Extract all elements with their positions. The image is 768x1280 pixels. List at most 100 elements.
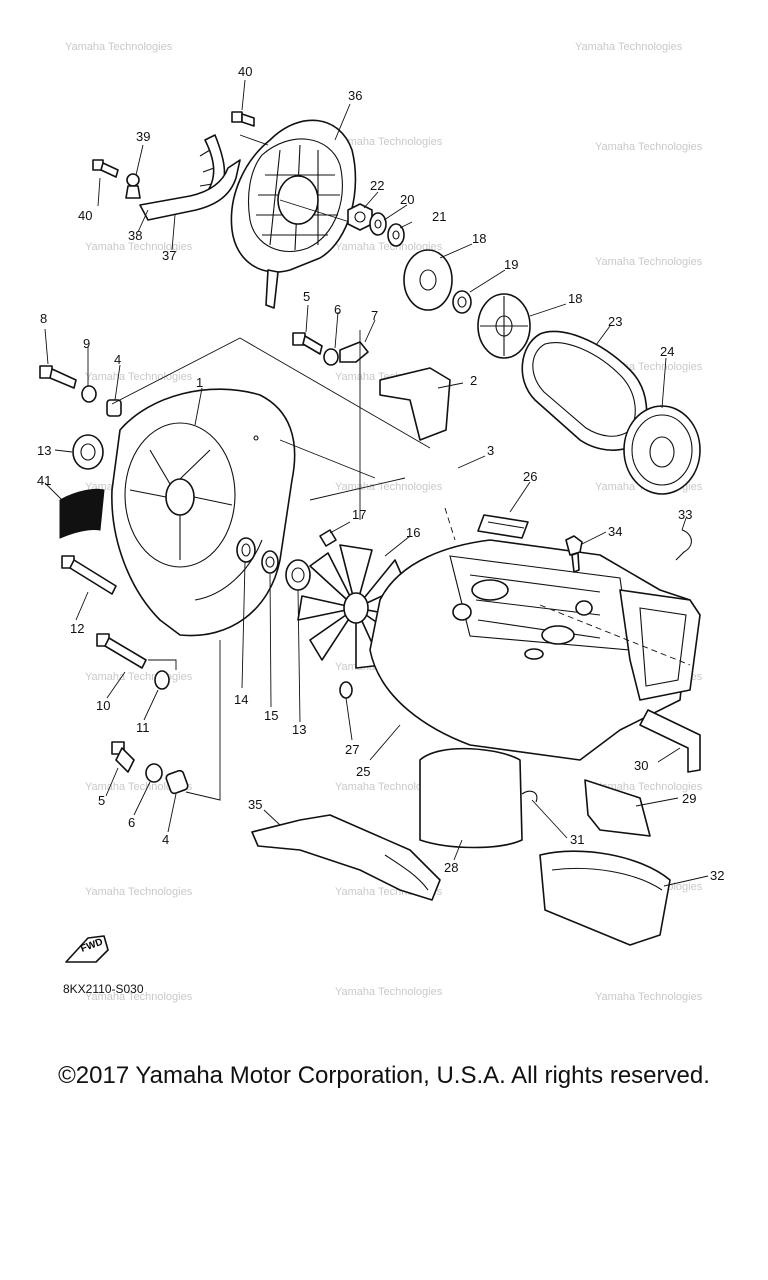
part-27-grommet [339,681,353,699]
callout-22: 22 [370,178,384,193]
part-25-shroud [369,539,701,761]
part-40-bolt-a [231,111,255,127]
part-15-seal [261,550,279,574]
watermark-text: Yamaha Technologies [595,781,703,793]
watermark-text: Yamaha Technologies [595,256,703,268]
part-1-fan-housing [111,388,296,637]
callout-3: 3 [487,443,494,458]
callout-8: 8 [40,311,47,326]
watermark-text: Yamaha Technologies [85,241,193,253]
watermark-text: Yamaha Technologies [335,986,443,998]
part-24-sheave [623,405,701,495]
callout-11: 11 [136,720,150,735]
callout-31: 31 [570,832,584,847]
watermark-text: Yamaha Technologies [85,886,193,898]
part-13-bearing-left [72,434,104,470]
part-9-washer [81,385,97,403]
watermark-text: Yamaha Technologies [335,241,443,253]
callout-10: 10 [96,698,110,713]
part-38-rail [139,159,241,221]
callout-23: 23 [608,314,622,329]
callout-16: 16 [406,525,420,540]
callout-24: 24 [660,344,674,359]
part-35-guard [251,814,441,901]
callout-19: 19 [504,257,518,272]
callout-33: 33 [678,507,692,522]
watermark-text: Yamaha Technologies [335,481,443,493]
watermark-text: Yamaha Technologies [595,991,703,1003]
callout-leaders [44,79,709,887]
callout-4-lower: 4 [162,832,169,847]
part-36-fan-cover [230,119,357,309]
callout-20: 20 [400,192,414,207]
callout-28: 28 [444,860,458,875]
callout-14: 14 [234,692,248,707]
part-33-clip [675,529,692,561]
callout-38: 38 [128,228,142,243]
callout-21: 21 [432,209,446,224]
callout-13-left: 13 [37,443,51,458]
part-8-bolt [39,365,77,389]
watermark-text: Yamaha Technologies [85,671,193,683]
callout-labels: 40 36 39 40 38 37 22 20 21 18 19 18 23 2… [37,64,724,883]
callout-6-lower: 6 [128,815,135,830]
part-40-bolt-b [92,159,119,178]
watermark-text: Yamaha Technologies [85,991,193,1003]
part-5-bolt-upper [292,332,323,355]
callout-36: 36 [348,88,362,103]
part-32-duct [539,850,671,946]
part-41-pad [59,488,105,539]
part-19-spacer [452,290,472,314]
callout-17: 17 [352,507,366,522]
part-6-washer-lower [145,763,163,783]
watermark-text: Yamaha Technologies [85,781,193,793]
part-31-clip [521,790,538,803]
watermark-text: Yamaha Technologies [85,371,193,383]
part-18-pulley-half-b [477,293,531,359]
part-29-duct [584,779,651,837]
part-2-duct-bracket [379,367,451,441]
part-28-panel [419,747,523,849]
part-5-bolt-lower [111,741,135,773]
part-13-bearing-right [285,559,311,591]
watermark-text: Yamaha Technologies [575,41,683,53]
watermark-text: Yamaha Technologies [335,136,443,148]
copyright-notice: ©2017 Yamaha Motor Corporation, U.S.A. A… [58,1062,710,1089]
callout-40-top: 40 [238,64,252,79]
callout-29: 29 [682,791,696,806]
watermark-text: Yamaha Technologies [595,141,703,153]
callout-35: 35 [248,797,262,812]
callout-39: 39 [136,129,150,144]
callout-4-upper: 4 [114,352,121,367]
callout-25: 25 [356,764,370,779]
callout-41: 41 [37,473,51,488]
part-10-bolt [96,633,147,669]
part-7-clip [339,341,369,363]
callout-26: 26 [523,469,537,484]
callout-15: 15 [264,708,278,723]
part-18-pulley-half-a [403,249,453,311]
diagram-code: 8KX2110-S030 [63,982,144,996]
callout-30: 30 [634,758,648,773]
callout-27: 27 [345,742,359,757]
part-21-washer [387,223,405,247]
callout-12: 12 [70,621,84,636]
watermark-text: Yamaha Technologies [65,41,173,53]
assembly-guide-lines [111,330,691,801]
callout-7: 7 [371,308,378,323]
callout-18-top: 18 [472,231,486,246]
part-34-screw [565,535,583,573]
callout-40-left: 40 [78,208,92,223]
callout-1: 1 [196,375,203,390]
watermark-text: Yamaha Technologies [335,781,443,793]
callout-18-right: 18 [568,291,582,306]
part-39-fastener [125,173,141,199]
part-6-washer-upper [323,348,339,366]
callout-13-right: 13 [292,722,306,737]
callout-32: 32 [710,868,724,883]
part-26-label [477,514,529,539]
callout-6-upper: 6 [334,302,341,317]
part-14-ring [236,537,256,563]
